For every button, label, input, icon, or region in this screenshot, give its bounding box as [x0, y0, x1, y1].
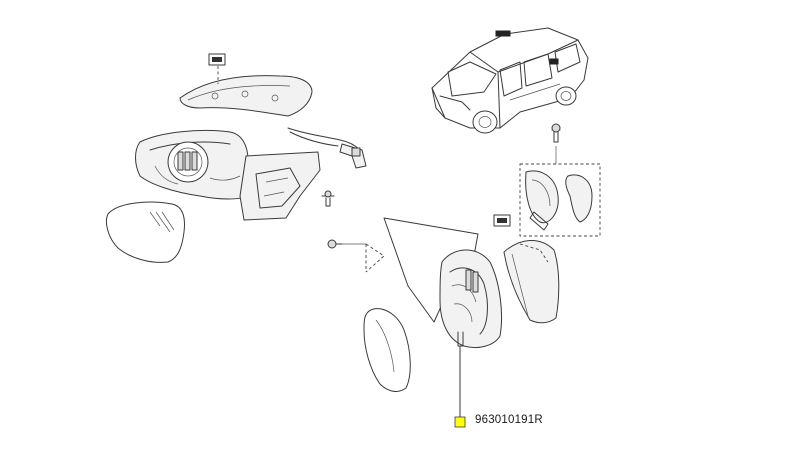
mirror-housing-center [439, 249, 503, 349]
mirror-glass-left [105, 201, 185, 263]
reference-tag-top [208, 53, 226, 66]
reference-tag-right [493, 214, 511, 227]
screw-left [321, 190, 335, 207]
part-number-label: 963010191R [475, 414, 543, 426]
screw-center [327, 239, 366, 249]
car-illustration [431, 27, 589, 134]
indicator-assembly-box [519, 123, 601, 237]
mirror-cap-cover [179, 66, 313, 117]
mirror-base-bracket [239, 151, 321, 221]
mirror-glass-center [363, 308, 411, 392]
mirror-housing [135, 130, 249, 200]
indicator-lens [503, 240, 560, 324]
wiring-harness [287, 127, 367, 169]
part-highlight-marker [454, 416, 466, 428]
